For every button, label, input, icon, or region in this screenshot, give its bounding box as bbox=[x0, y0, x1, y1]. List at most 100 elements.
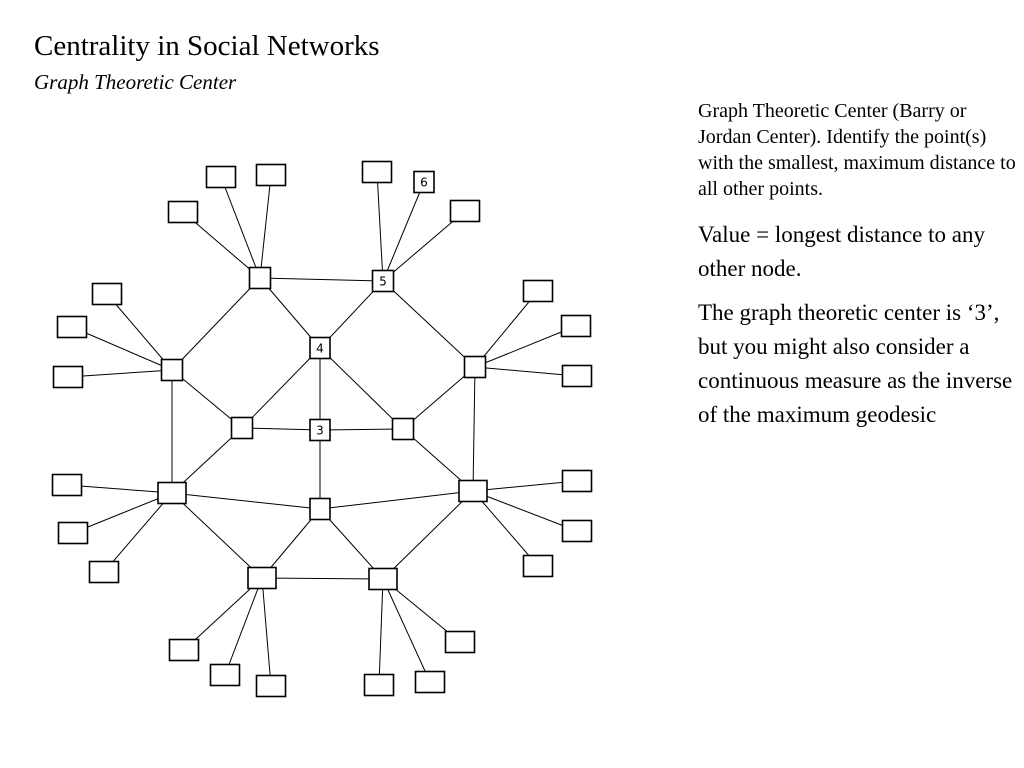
edge-BR-l23 bbox=[382, 578, 431, 683]
node-l19 bbox=[168, 638, 200, 662]
edge-RR-BR bbox=[382, 490, 474, 580]
node-box bbox=[560, 314, 592, 338]
edge-R-RR bbox=[472, 366, 476, 492]
node-L bbox=[160, 358, 184, 382]
node-label: 6 bbox=[420, 176, 428, 190]
node-l17 bbox=[561, 519, 593, 543]
node-n4: 4 bbox=[309, 336, 331, 360]
conclusion-text: The graph theoretic center is ‘3’, but y… bbox=[698, 300, 1013, 427]
node-IL bbox=[230, 416, 254, 440]
edge-A-n4 bbox=[259, 277, 321, 349]
node-box bbox=[230, 416, 254, 440]
edge-RR-l16 bbox=[472, 480, 578, 492]
node-box bbox=[309, 336, 331, 360]
node-l12 bbox=[561, 364, 593, 388]
edge-L-l9 bbox=[67, 369, 173, 378]
node-box bbox=[88, 560, 120, 584]
node-box bbox=[561, 469, 593, 493]
node-box bbox=[248, 266, 272, 290]
edge-n5-l6 bbox=[382, 181, 425, 282]
edge-BR-l24 bbox=[378, 578, 384, 686]
node-box bbox=[205, 165, 237, 189]
edge-n5-R bbox=[382, 280, 476, 368]
node-box bbox=[255, 163, 287, 187]
node-box bbox=[449, 199, 481, 223]
edge-B-RR bbox=[319, 490, 474, 510]
edge-L-IL bbox=[171, 369, 243, 429]
edge-LL-BL bbox=[171, 492, 263, 579]
edge-BL-l20 bbox=[224, 577, 263, 676]
node-BR bbox=[368, 567, 398, 591]
node-l22 bbox=[444, 630, 476, 654]
edge-RR-l17 bbox=[472, 490, 578, 532]
node-box bbox=[52, 365, 84, 389]
node-label: 4 bbox=[316, 342, 324, 356]
node-l2 bbox=[255, 163, 287, 187]
edge-LL-l15 bbox=[103, 492, 173, 573]
node-IR bbox=[391, 417, 415, 441]
node-n3: 3 bbox=[309, 418, 331, 442]
edge-A-l1 bbox=[220, 176, 261, 279]
edge-A-L bbox=[171, 277, 261, 371]
node-box bbox=[247, 566, 277, 590]
node-l3 bbox=[167, 200, 199, 224]
node-box bbox=[371, 269, 395, 293]
node-box bbox=[413, 170, 435, 194]
node-box bbox=[463, 355, 487, 379]
explanation-panel: Graph Theoretic Center (Barry or Jordan … bbox=[698, 98, 1018, 442]
node-l4 bbox=[361, 160, 393, 184]
edge-B-BR bbox=[319, 508, 384, 580]
node-l20 bbox=[209, 663, 241, 687]
node-RR bbox=[458, 479, 488, 503]
edge-n4-IL bbox=[241, 347, 321, 429]
node-box bbox=[522, 554, 554, 578]
node-A bbox=[248, 266, 272, 290]
node-box bbox=[160, 358, 184, 382]
edge-B-BL bbox=[261, 508, 321, 579]
node-l5 bbox=[449, 199, 481, 223]
edge-n5-l5 bbox=[382, 210, 466, 282]
node-box bbox=[414, 670, 446, 694]
node-l15 bbox=[88, 560, 120, 584]
value-text: Value = longest distance to any other no… bbox=[698, 222, 985, 281]
node-box bbox=[309, 497, 331, 521]
node-l7 bbox=[91, 282, 123, 306]
node-B bbox=[309, 497, 331, 521]
edge-LL-l14 bbox=[72, 492, 173, 534]
node-l10 bbox=[522, 279, 554, 303]
node-l11 bbox=[560, 314, 592, 338]
edge-RR-l18 bbox=[472, 490, 539, 567]
node-box bbox=[51, 473, 83, 497]
edge-BL-l19 bbox=[183, 577, 263, 651]
edge-R-l12 bbox=[474, 366, 578, 377]
edge-R-l10 bbox=[474, 290, 539, 368]
edge-LL-l13 bbox=[66, 484, 173, 494]
edge-BL-BR bbox=[261, 577, 384, 580]
edge-B-LL bbox=[171, 492, 321, 510]
node-box bbox=[444, 630, 476, 654]
node-box bbox=[255, 674, 287, 698]
node-box bbox=[561, 364, 593, 388]
node-box bbox=[309, 418, 331, 442]
edge-L-l8 bbox=[71, 326, 173, 371]
edge-L-l7 bbox=[106, 293, 173, 371]
edge-n3-IR bbox=[319, 428, 404, 431]
node-l9 bbox=[52, 365, 84, 389]
edge-n4-IR bbox=[319, 347, 404, 430]
edge-R-l11 bbox=[474, 325, 577, 368]
edge-R-IR bbox=[402, 366, 476, 430]
node-box bbox=[363, 673, 395, 697]
node-l18 bbox=[522, 554, 554, 578]
node-box bbox=[458, 479, 488, 503]
node-l1 bbox=[205, 165, 237, 189]
node-box bbox=[209, 663, 241, 687]
node-l8 bbox=[56, 315, 88, 339]
node-l21 bbox=[255, 674, 287, 698]
node-l13 bbox=[51, 473, 83, 497]
node-box bbox=[157, 481, 187, 505]
edge-A-l2 bbox=[259, 174, 272, 279]
node-l24 bbox=[363, 673, 395, 697]
node-box bbox=[522, 279, 554, 303]
node-l16 bbox=[561, 469, 593, 493]
